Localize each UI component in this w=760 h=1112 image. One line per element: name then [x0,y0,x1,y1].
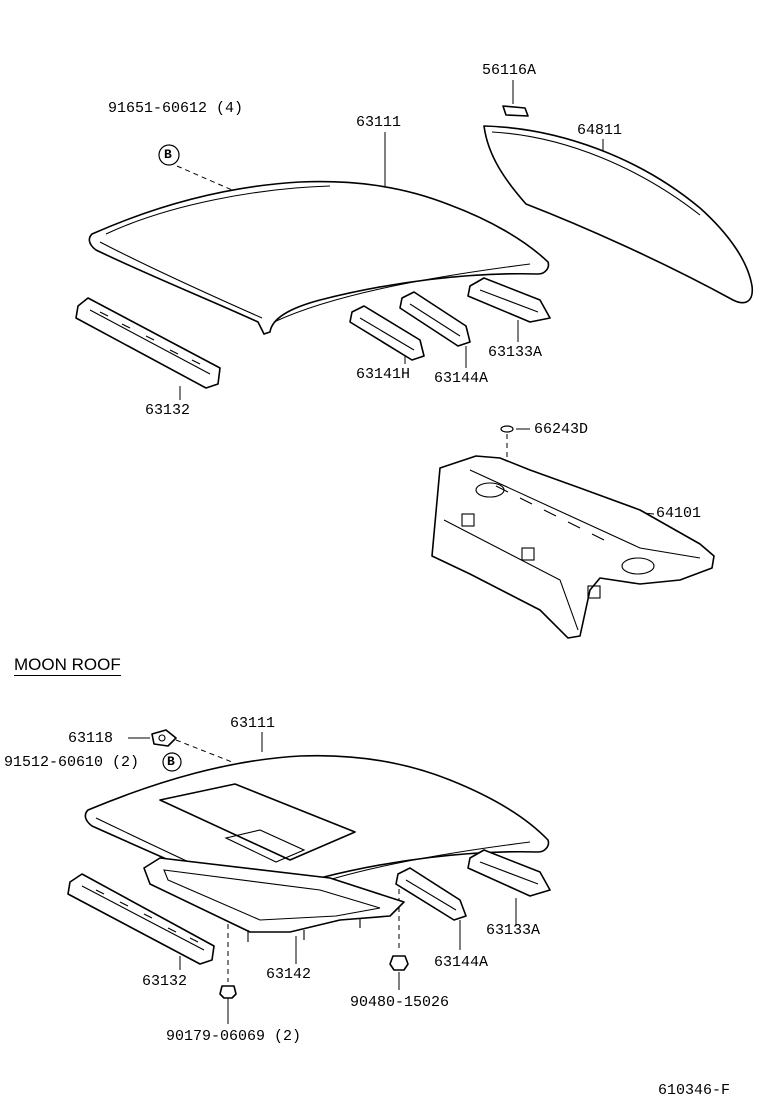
label-ref-b: B [164,147,172,162]
label-reinforcement: 63142 [266,966,312,983]
label-rear-header-moonroof: 63133A [486,922,541,939]
label-roof-bow-1: 63141H [356,366,411,383]
section-heading: MOON ROOF [14,655,121,676]
label-bolt: 90179-06069 (2) [166,1028,302,1045]
figure-id: 610346-F [658,1082,731,1099]
rear-header-upper [467,277,551,323]
roof-bow-moonroof [395,867,467,921]
label-roof-panel: 63111 [356,114,402,131]
label-roof-bow-2: 63144A [434,370,489,387]
label-nut: 90480-15026 [350,994,450,1011]
rear-header-moonroof [467,849,551,897]
label-bolt-ref: 91651-60612 (4) [108,100,244,117]
fastener-ref-b-moonroof [162,752,182,772]
label-clip: 63118 [68,730,114,747]
bracket-part [502,105,529,117]
label-rear-header: 63133A [488,344,543,361]
plug-part [500,425,514,433]
label-screw-ref: 91512-60610 (2) [4,754,140,771]
nut-part [389,955,409,971]
label-front-header: 63132 [145,402,191,419]
package-tray [431,455,715,639]
reinforcement-frame [143,857,405,942]
label-roof-panel-moonroof: 63111 [230,715,276,732]
front-header-upper [75,297,221,389]
label-plug: 66243D [534,421,589,438]
label-front-header-moonroof: 63132 [142,973,188,990]
roof-panel [88,180,550,335]
roof-bow-2 [399,291,471,347]
front-header-moonroof [67,873,215,965]
label-roof-bow-moonroof: 63144A [434,954,489,971]
fastener-ref-b [158,144,180,166]
bolt-part [219,985,237,999]
clip-part [151,729,177,747]
label-bracket: 56116A [482,62,537,79]
label-ref-b-moonroof: B [167,754,175,769]
label-back-window: 64811 [577,122,623,139]
roof-bow-1 [349,305,425,361]
back-window [483,125,754,304]
label-package-tray: 64101 [656,505,702,522]
